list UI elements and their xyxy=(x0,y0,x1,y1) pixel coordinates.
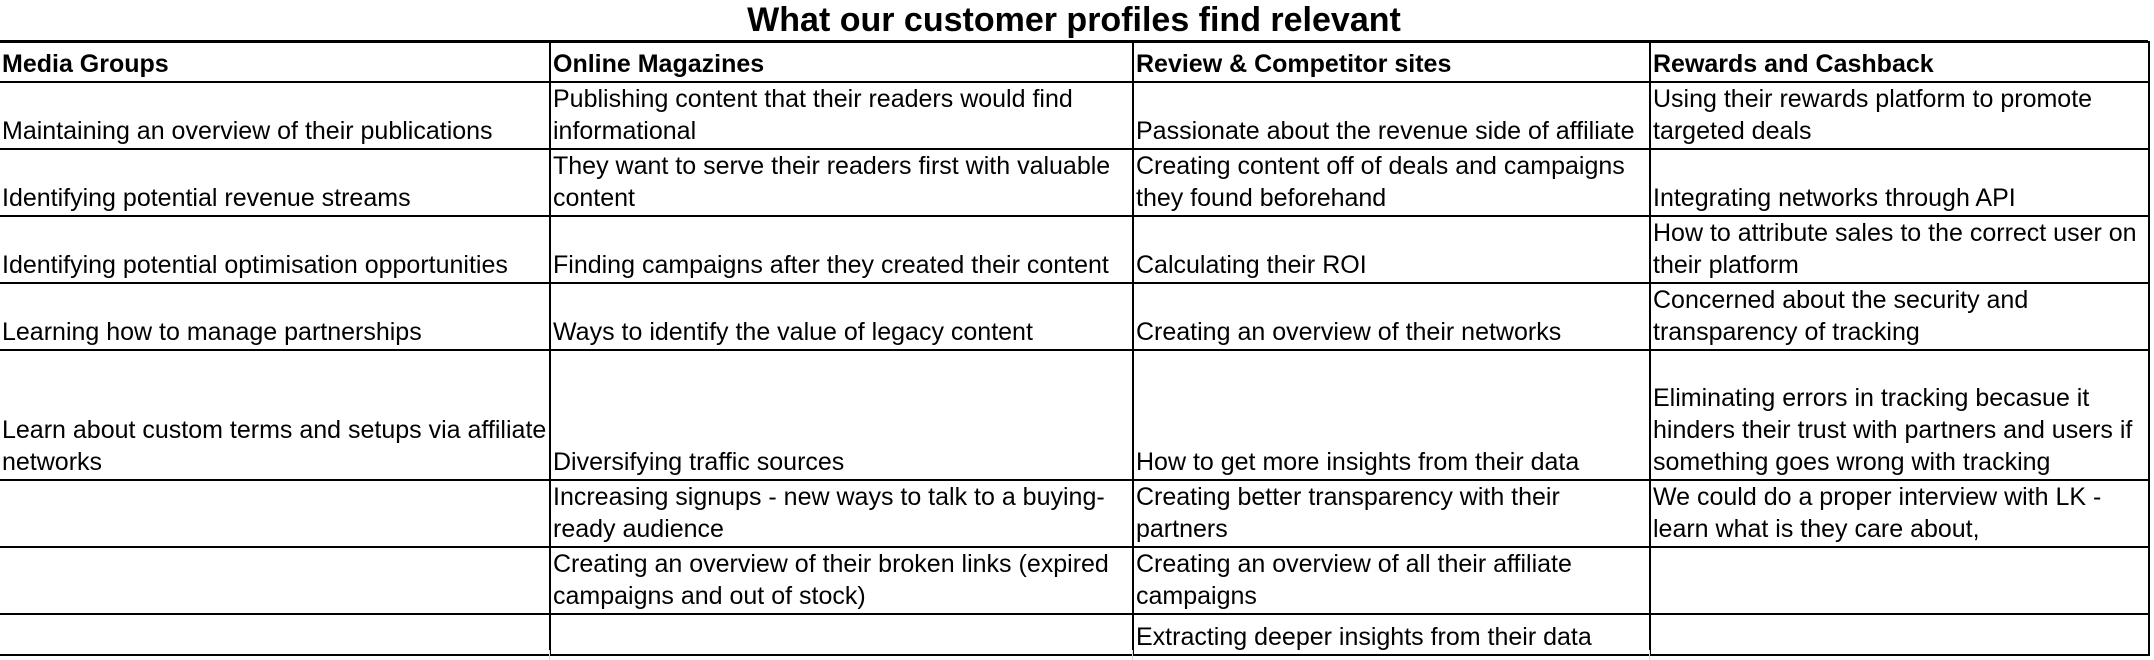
table-row: Maintaining an overview of their publica… xyxy=(0,81,2150,150)
table-cell[interactable]: Creating better transparency with their … xyxy=(1132,479,1651,548)
table-cell[interactable]: They want to serve their readers first w… xyxy=(549,148,1134,217)
table-cell[interactable]: How to attribute sales to the correct us… xyxy=(1649,215,2150,284)
table-cell[interactable]: Creating an overview of their broken lin… xyxy=(549,546,1134,615)
column-header[interactable]: Rewards and Cashback xyxy=(1649,41,2150,83)
table-cell[interactable]: Creating an overview of all their affili… xyxy=(1132,546,1651,615)
table-cell[interactable]: How to get more insights from their data xyxy=(1132,349,1651,481)
table-row: Increasing signups - new ways to talk to… xyxy=(0,479,2150,548)
table-row: Identifying potential optimisation oppor… xyxy=(0,215,2150,284)
table-cell[interactable] xyxy=(549,613,1134,656)
table-cell[interactable]: We could do a proper interview with LK -… xyxy=(1649,479,2150,548)
table-cell[interactable]: Identifying potential revenue streams xyxy=(0,148,551,217)
table-cell[interactable]: Extracting deeper insights from their da… xyxy=(1132,613,1651,656)
table-row: Learn about custom terms and setups via … xyxy=(0,349,2150,481)
table-row: Learning how to manage partnerships Ways… xyxy=(0,282,2150,351)
table-cell[interactable] xyxy=(0,613,551,656)
profiles-table: Media Groups Online Magazines Review & C… xyxy=(0,41,2150,656)
table-cell[interactable]: Diversifying traffic sources xyxy=(549,349,1134,481)
table-cell[interactable]: Learning how to manage partnerships xyxy=(0,282,551,351)
column-header[interactable]: Media Groups xyxy=(0,41,551,83)
table-cell[interactable]: Maintaining an overview of their publica… xyxy=(0,81,551,150)
gridline xyxy=(549,650,550,660)
table-row: Identifying potential revenue streams Th… xyxy=(0,148,2150,217)
table-cell[interactable]: Calculating their ROI xyxy=(1132,215,1651,284)
table-cell[interactable]: Creating content off of deals and campai… xyxy=(1132,148,1651,217)
table-cell[interactable]: Learn about custom terms and setups via … xyxy=(0,349,551,481)
table-row: Creating an overview of their broken lin… xyxy=(0,546,2150,615)
table-cell[interactable]: Using their rewards platform to promote … xyxy=(1649,81,2150,150)
table-cell[interactable]: Identifying potential optimisation oppor… xyxy=(0,215,551,284)
title-row[interactable]: What our customer profiles find relevant xyxy=(0,0,2148,42)
table-cell[interactable]: Publishing content that their readers wo… xyxy=(549,81,1134,150)
gridline xyxy=(1649,650,1650,660)
table-cell[interactable]: Concerned about the security and transpa… xyxy=(1649,282,2150,351)
table-cell[interactable]: Finding campaigns after they created the… xyxy=(549,215,1134,284)
table-cell[interactable] xyxy=(1649,613,2150,656)
sheet-title: What our customer profiles find relevant xyxy=(747,1,1401,39)
table-cell[interactable]: Integrating networks through API xyxy=(1649,148,2150,217)
header-row: Media Groups Online Magazines Review & C… xyxy=(0,41,2150,83)
column-header[interactable]: Review & Competitor sites xyxy=(1132,41,1651,83)
table-cell[interactable]: Ways to identify the value of legacy con… xyxy=(549,282,1134,351)
table-cell[interactable]: Increasing signups - new ways to talk to… xyxy=(549,479,1134,548)
table-cell[interactable] xyxy=(1649,546,2150,615)
gridline xyxy=(1132,650,1133,660)
table-cell[interactable] xyxy=(0,546,551,615)
table-cell[interactable]: Creating an overview of their networks xyxy=(1132,282,1651,351)
table-cell[interactable]: Passionate about the revenue side of aff… xyxy=(1132,81,1651,150)
table-row: Extracting deeper insights from their da… xyxy=(0,613,2150,656)
column-header[interactable]: Online Magazines xyxy=(549,41,1134,83)
table-cell[interactable]: Eliminating errors in tracking becasue i… xyxy=(1649,349,2150,481)
table-cell[interactable] xyxy=(0,479,551,548)
